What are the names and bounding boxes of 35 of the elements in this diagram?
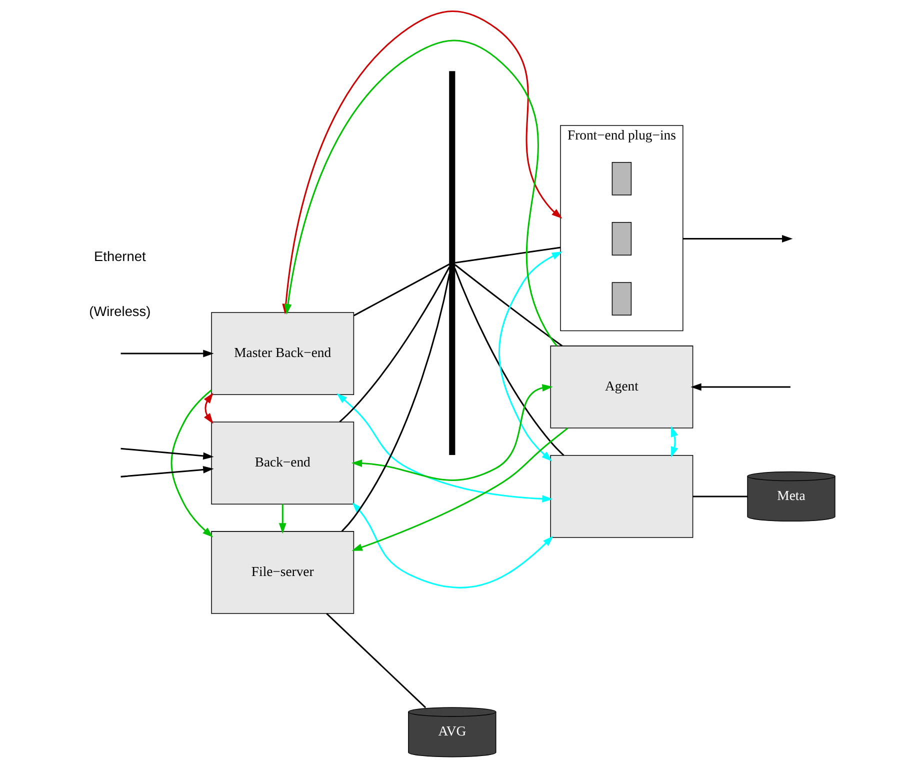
arrow — [498, 252, 563, 462]
arrow — [351, 384, 553, 481]
arrow — [284, 40, 558, 346]
arrow — [120, 350, 214, 358]
cluster: Front−end plug−ins — [560, 125, 684, 332]
arrow — [120, 448, 214, 460]
arrow — [682, 235, 793, 242]
node-box — [612, 222, 632, 256]
connector — [454, 246, 561, 264]
node-box: Master Back−end — [211, 312, 354, 395]
connector — [326, 613, 426, 708]
label: Ethernet — [94, 249, 146, 264]
arrow — [352, 502, 554, 588]
node-box: Agent — [550, 346, 694, 428]
arrow — [671, 426, 678, 458]
node-box — [612, 162, 632, 196]
connector — [692, 496, 748, 498]
connector — [454, 264, 563, 347]
arrow — [170, 390, 214, 538]
arrow — [278, 504, 286, 534]
arrow — [690, 383, 790, 391]
node-box — [550, 455, 694, 538]
node-bar — [449, 71, 456, 456]
arrow — [336, 393, 553, 503]
connector — [454, 268, 564, 456]
arrow — [204, 392, 214, 424]
connector — [339, 266, 450, 422]
node-box: File−server — [211, 531, 354, 614]
arrow — [120, 466, 214, 478]
label: (Wireless) — [89, 304, 151, 319]
node-box — [612, 282, 632, 316]
connector — [354, 263, 450, 316]
node-box: Back−end — [211, 422, 354, 504]
connector — [341, 274, 450, 532]
arrow — [352, 428, 568, 551]
